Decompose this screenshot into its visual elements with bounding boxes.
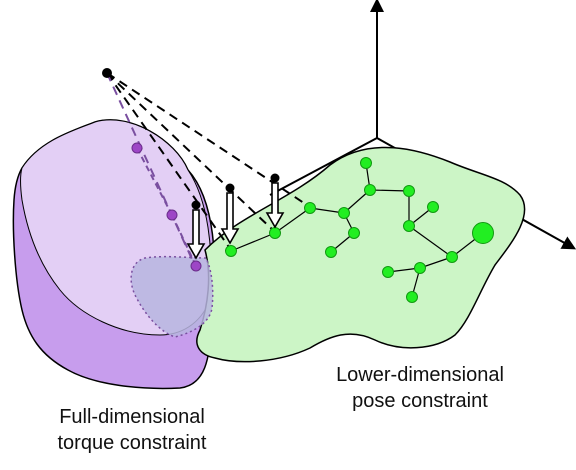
source-dot [191, 200, 201, 210]
graph-node [304, 202, 316, 214]
graph-edge [369, 189, 410, 192]
overlap-region [130, 255, 214, 338]
purple-node [190, 260, 202, 272]
torque-constraint-caption: Full-dimensional torque constraint [12, 404, 252, 456]
goal-node [472, 222, 494, 244]
projection-arrows [186, 182, 285, 260]
graph-edge [408, 225, 453, 258]
axis-left [269, 137, 378, 196]
graph-node [325, 246, 337, 258]
down-arrow-icon [265, 182, 285, 229]
pose-graph-nodes [225, 157, 494, 303]
ray-to-purple-node [106, 72, 197, 269]
graph-node [348, 227, 360, 239]
graph-node [225, 245, 237, 257]
pose-caption-line-1: Lower-dimensional [336, 364, 504, 386]
torque-caption-line-2: torque constraint [57, 432, 207, 454]
down-arrow-icon [186, 209, 206, 260]
pose-constraint-caption: Lower-dimensional pose constraint [300, 362, 540, 414]
graph-node [382, 266, 394, 278]
ray-to-node-b [106, 72, 276, 233]
graph-edge [274, 207, 311, 234]
graph-node [364, 184, 376, 196]
source-dot [225, 183, 235, 193]
purple-edge [136, 147, 173, 216]
down-arrow-icon [220, 192, 240, 245]
graph-node [338, 207, 350, 219]
graph-node [360, 157, 372, 169]
graph-edge [230, 232, 276, 252]
pose-caption-line-2: pose constraint [352, 390, 488, 412]
graph-node [403, 185, 415, 197]
pose-region-surface [196, 146, 526, 363]
purple-node [131, 142, 143, 154]
ray-to-node-a [106, 72, 232, 251]
purple-path [131, 142, 202, 272]
source-dot [270, 173, 280, 183]
purple-node [166, 209, 178, 221]
viewpoint-dot-icon [102, 68, 112, 78]
graph-node [269, 227, 281, 239]
torque-caption-line-1: Full-dimensional [59, 406, 205, 428]
graph-node [414, 262, 426, 274]
graph-node [406, 291, 418, 303]
arrow-source-dots [191, 173, 280, 210]
graph-node [427, 201, 439, 213]
torque-constraint-region [12, 119, 216, 390]
graph-node [446, 251, 458, 263]
graph-node [403, 220, 415, 232]
